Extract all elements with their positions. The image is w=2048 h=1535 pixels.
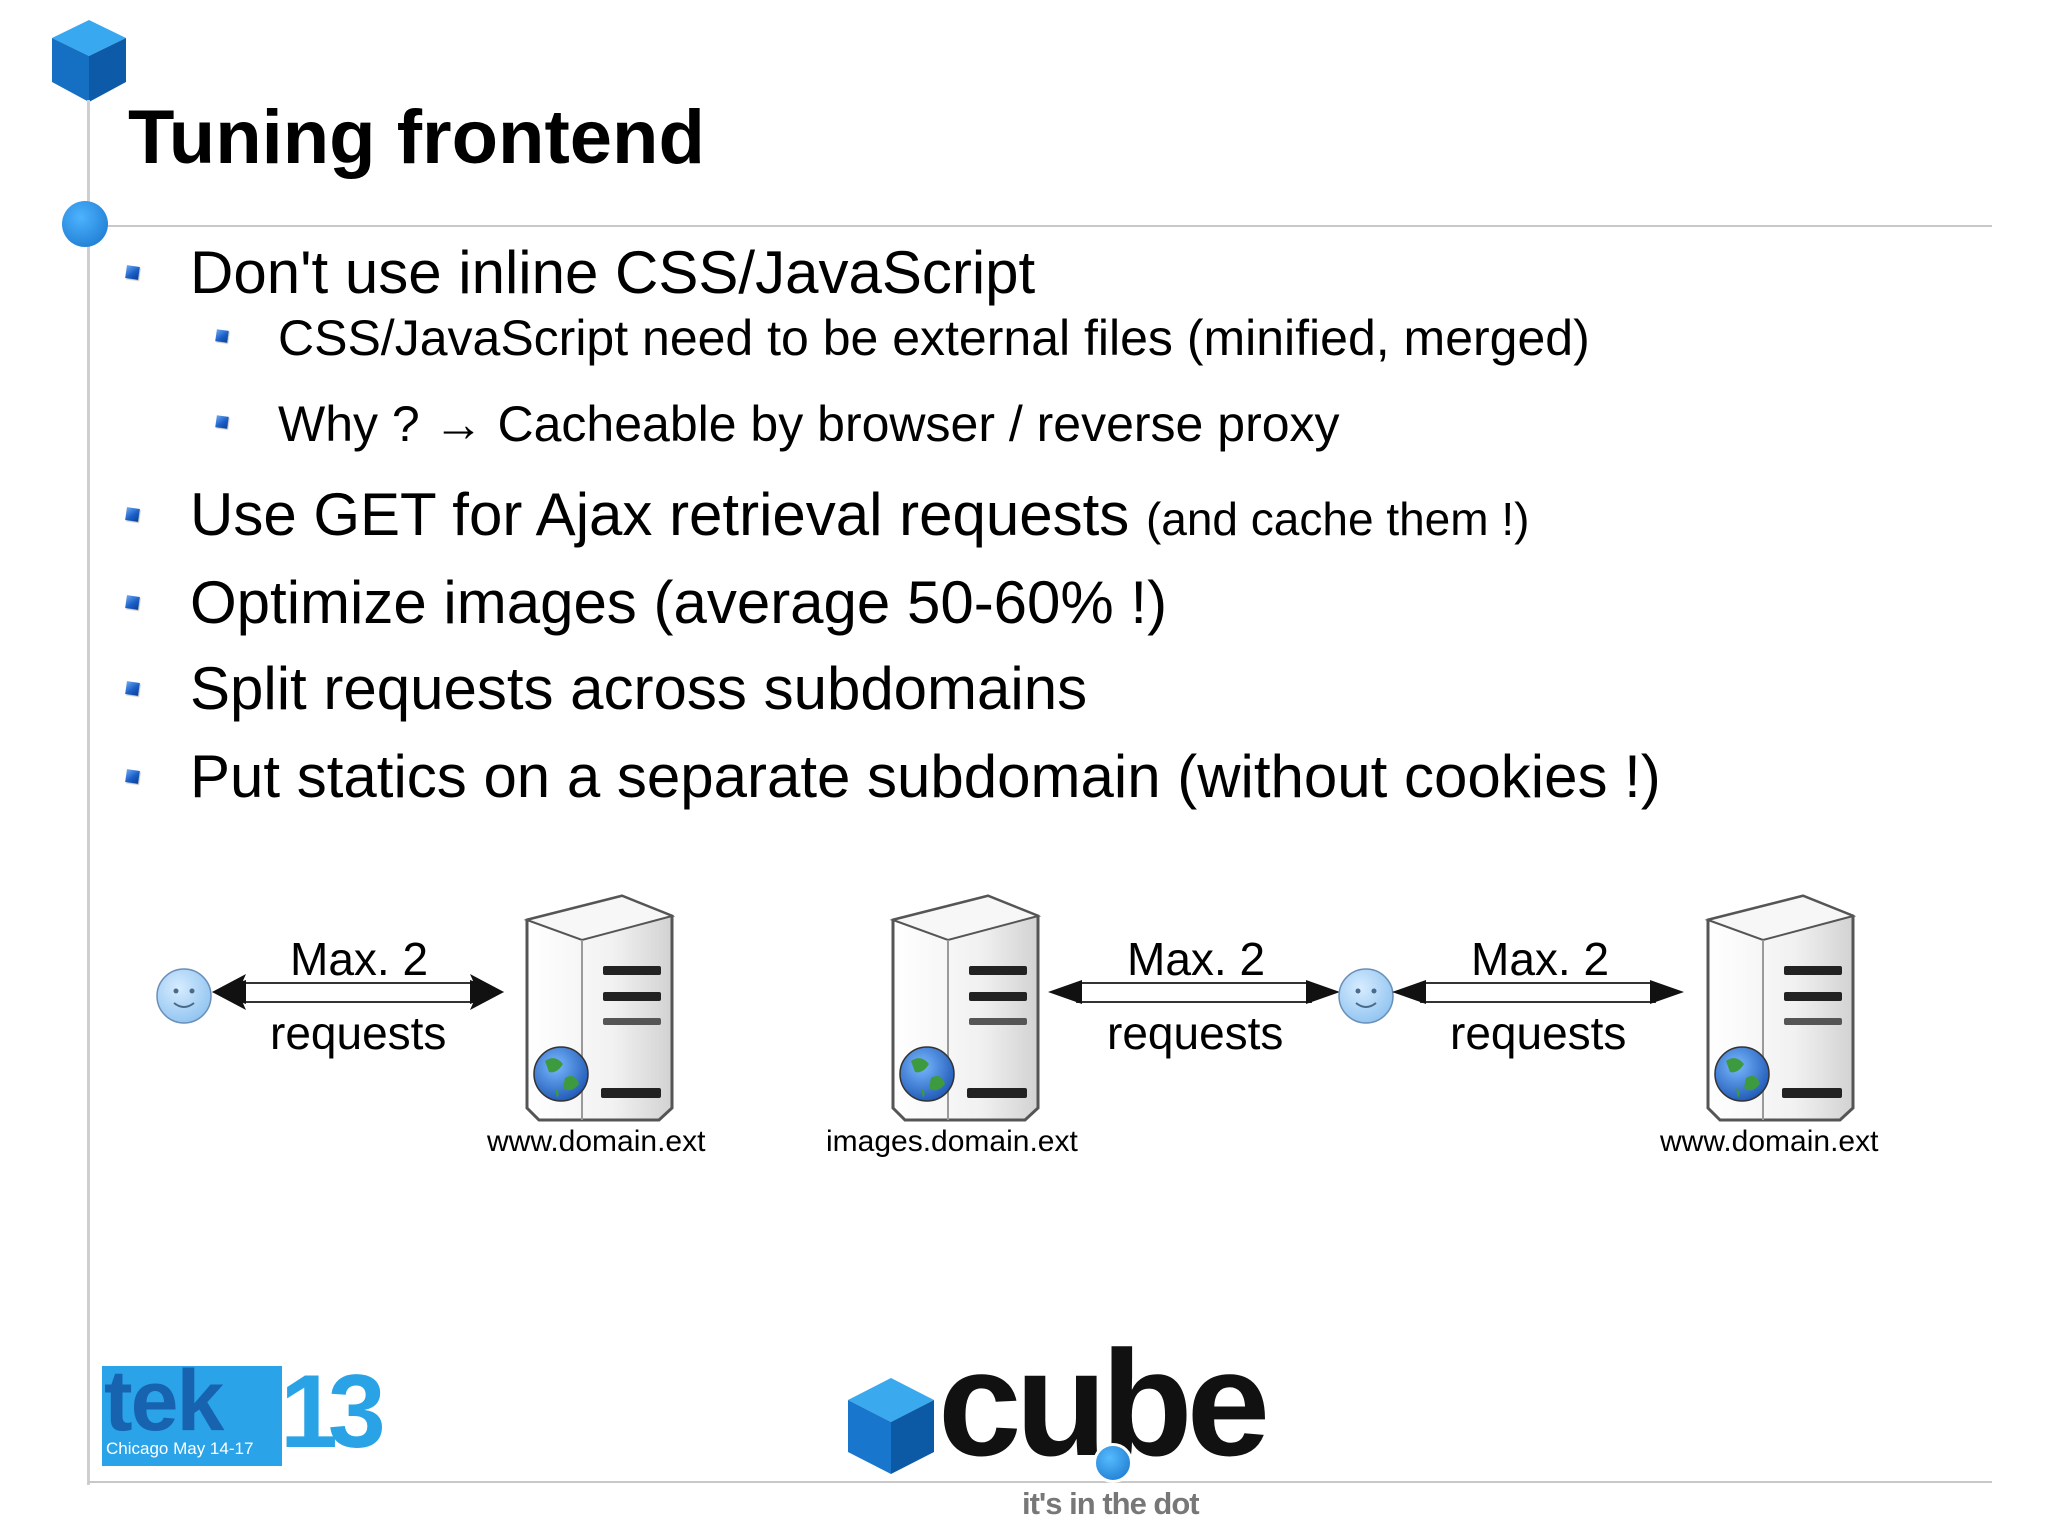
- server-icon: [891, 894, 1040, 1122]
- right-server2-host: www.domain.ext: [1660, 1125, 1879, 1158]
- title-rule: [108, 225, 1992, 227]
- cube-logo-icon: [848, 1378, 934, 1474]
- brand-tagline: it's in the dot: [1022, 1486, 1200, 1521]
- bullet-split-requests: Split requests across subdomains: [190, 655, 1088, 722]
- double-arrow: [212, 974, 504, 1010]
- event-logo-text: tek: [104, 1353, 224, 1449]
- right-scenario: [891, 894, 1855, 1122]
- user-icon: [156, 968, 212, 1024]
- user-icon: [1338, 968, 1394, 1024]
- server-icon: [1706, 894, 1855, 1122]
- bullet-optimize-images: Optimize images (average 50-60% !): [190, 569, 1168, 636]
- bullet-get-ajax-note: (and cache them !): [1145, 493, 1530, 545]
- cube-icon: [52, 20, 126, 102]
- event-logo: tek 13 Chicago May 14-17: [102, 1358, 386, 1466]
- event-logo-caption: Chicago May 14-17: [106, 1439, 254, 1458]
- bullet-inline-css: Don't use inline CSS/JavaScript: [190, 239, 1036, 306]
- left-server-host: www.domain.ext: [487, 1125, 706, 1158]
- left-link-max: Max. 2: [290, 933, 429, 985]
- bullet-get-ajax: Use GET for Ajax retrieval requests (and…: [190, 485, 1529, 545]
- double-arrow: [1392, 980, 1684, 1004]
- right-link2-requests: requests: [1450, 1007, 1627, 1059]
- slide-title: Tuning frontend: [128, 95, 705, 180]
- footer-rule: [88, 1481, 1992, 1483]
- right-link2-max: Max. 2: [1471, 933, 1610, 985]
- left-link-requests: requests: [270, 1007, 447, 1059]
- event-logo-number: 13: [280, 1354, 386, 1470]
- frame-vertical-line: [87, 100, 90, 1485]
- event-logo-panel: [102, 1366, 282, 1466]
- bullet-statics-subdomain: Put statics on a separate subdomain (wit…: [190, 743, 1661, 810]
- bullet-get-ajax-text: Use GET for Ajax retrieval requests: [190, 481, 1130, 548]
- left-scenario: [156, 894, 674, 1122]
- right-link1-requests: requests: [1107, 1007, 1284, 1059]
- sub-bullet-external-files: CSS/JavaScript need to be external files…: [278, 310, 1590, 366]
- sub-bullet-cacheable: Why ? → Cacheable by browser / reverse p…: [278, 396, 1340, 452]
- frame-dot: [62, 201, 108, 247]
- right-server1-host: images.domain.ext: [826, 1125, 1078, 1158]
- right-link1-max: Max. 2: [1127, 933, 1266, 985]
- brand-dot: [1093, 1443, 1133, 1483]
- double-arrow: [1048, 980, 1340, 1004]
- server-icon: [525, 894, 674, 1122]
